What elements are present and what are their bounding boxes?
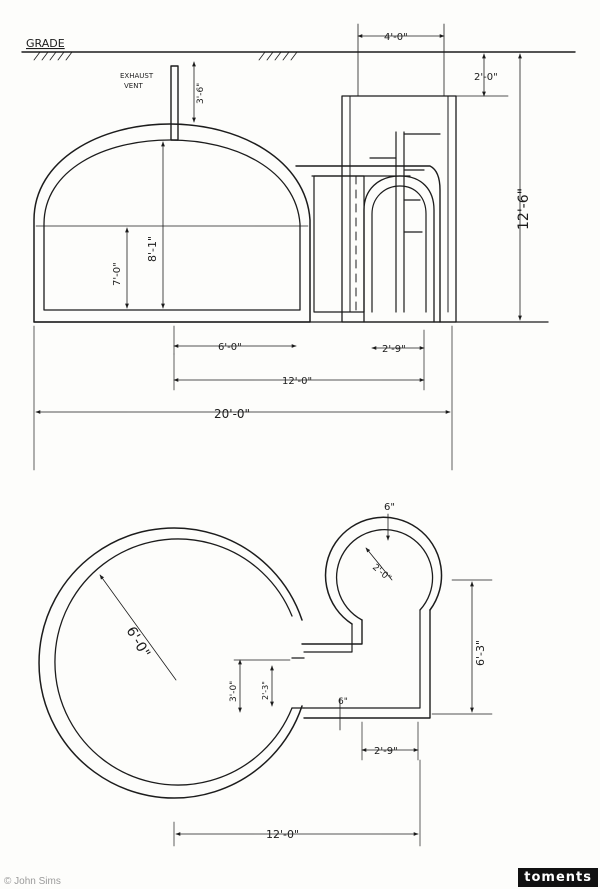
plan-main-inner [54, 538, 293, 786]
top-depth-label: 2'-0" [474, 72, 498, 83]
site-watermark: toments [518, 868, 598, 887]
plan-tunnel-inner [303, 609, 421, 709]
plan-2-3-label: 2'-3" [261, 681, 270, 700]
entry-arch-inner [371, 185, 427, 313]
plan-wall-label: 6" [384, 502, 395, 513]
dim-6-label: 6'-0" [218, 342, 242, 353]
total-height-label: 12'-6" [516, 188, 532, 230]
ladder-rungs [369, 133, 441, 233]
height-8-label: 8'-1" [146, 236, 159, 262]
tunnel-outer [295, 165, 441, 323]
image-credit: © John Sims [4, 876, 61, 887]
grade-label: GRADE [26, 37, 65, 50]
plan-6in-label: 6" [338, 697, 348, 707]
exhaust-vent-label-2: VENT [124, 82, 143, 90]
grade-hatch [33, 51, 298, 61]
dim-20-label: 20'-0" [214, 407, 250, 421]
plan-radius-dim [99, 574, 177, 681]
dome-outer-shell [33, 123, 311, 323]
section-view: GRADE EXHAUST VENT 3'-6" 8'-1" 7'-0" [21, 23, 576, 471]
dome-inner-shell [43, 139, 301, 311]
plan-shaft-outer [324, 516, 443, 625]
plan-radius2-label: 2'-0" [370, 563, 393, 584]
entry-shaft-outer [341, 95, 457, 323]
plan-12-label: 12'-0" [266, 828, 299, 841]
top-width-label: 4'-0" [384, 32, 408, 43]
plan-main-outer [38, 527, 303, 799]
plan-tunnel-outer [301, 609, 431, 719]
vent-height-label: 3'-6" [196, 83, 206, 104]
exhaust-vent-label-1: EXHAUST [120, 72, 154, 80]
plan-6-3-label: 6'-3" [474, 640, 487, 666]
height-7-label: 7'-0" [112, 262, 123, 286]
plan-radius2-dim [365, 547, 393, 581]
plan-2-9-label: 2'-9" [374, 746, 398, 757]
plan-view: 6'-0" 6" 2'-0" 6'-3" 3'-0" 2'-3" 6" 2'-9… [38, 502, 493, 847]
plan-3-label: 3'-0" [229, 681, 239, 702]
entry-arch-outer [363, 175, 435, 323]
dim-2-9-label: 2'-9" [382, 344, 406, 355]
exhaust-vent-pipe [170, 65, 179, 141]
plan-shaft-inner [335, 529, 434, 621]
dim-12-label: 12'-0" [282, 376, 312, 387]
